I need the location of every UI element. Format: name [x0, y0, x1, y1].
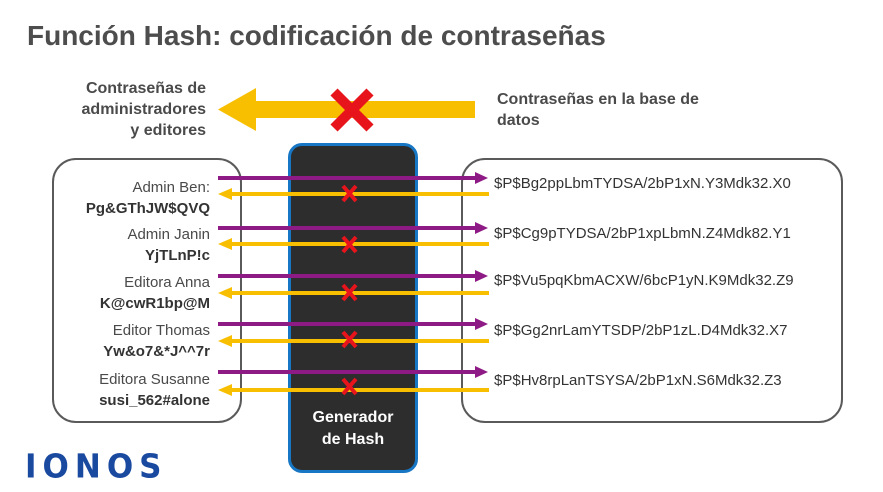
blocked-x-icon [341, 235, 358, 254]
user-password: K@cwR1bp@M [99, 295, 210, 312]
blocked-x-icon [341, 283, 358, 302]
reverse-arrow [218, 335, 489, 347]
forward-arrow [218, 172, 488, 184]
user-password: Pg&GThJW$QVQ [85, 200, 210, 217]
database-passwords-line-2: datos [497, 112, 540, 129]
user-entry: Admin Ben: Pg&GThJW$QVQ [60, 177, 210, 219]
user-password: susi_562#alone [99, 392, 210, 409]
hash-value: $P$Cg9pTYDSA/2bP1xpLbmN.Z4Mdk82.Y1 [494, 225, 791, 242]
database-passwords-label: Contraseñas en la base de datos [497, 89, 727, 131]
hash-value: $P$Vu5pqKbmACXW/6bcP1yN.K9Mdk32.Z9 [494, 272, 794, 289]
hash-generator-line-1: Generador [312, 409, 394, 426]
user-name: Admin Ben: [132, 179, 210, 196]
user-password: YjTLnP!c [144, 247, 210, 264]
admin-passwords-line-3: y editores [130, 122, 206, 139]
admin-passwords-line-2: administradores [81, 101, 206, 118]
user-entry: Editora Anna K@cwR1bp@M [60, 272, 210, 314]
user-entry: Editora Susanne susi_562#alone [60, 369, 210, 411]
blocked-x-icon [341, 184, 358, 203]
reverse-arrow [218, 287, 489, 299]
blocked-x-icon [341, 377, 358, 396]
user-password: Yw&o7&*J^^7r [103, 343, 210, 360]
reverse-big-arrow [218, 88, 475, 131]
hash-generator-line-2: de Hash [321, 431, 385, 448]
blocked-x-icon [341, 330, 358, 349]
database-passwords-line-1: Contraseñas en la base de [497, 91, 699, 108]
reverse-arrow [218, 384, 489, 396]
page-title: Función Hash: codificación de contraseña… [27, 20, 606, 51]
admin-passwords-line-1: Contraseñas de [85, 80, 206, 97]
hash-generator-block [288, 143, 418, 473]
hash-generator-label: Generador de Hash [288, 407, 418, 451]
ionos-logo: IONOS [25, 448, 168, 486]
user-credentials-box [52, 158, 242, 423]
forward-arrow [218, 318, 488, 330]
user-entry: Admin Janin YjTLnP!c [60, 224, 210, 266]
hash-value: $P$Gg2nrLamYTSDP/2bP1zL.D4Mdk32.X7 [494, 322, 788, 339]
hash-values-box [461, 158, 843, 423]
big-blocked-x-icon [330, 88, 374, 132]
forward-arrow [218, 222, 488, 234]
user-name: Admin Janin [127, 226, 210, 243]
hash-value: $P$Hv8rpLanTSYSA/2bP1xN.S6Mdk32.Z3 [494, 372, 782, 389]
forward-arrow [218, 270, 488, 282]
hash-value: $P$Bg2ppLbmTYDSA/2bP1xN.Y3Mdk32.X0 [494, 175, 791, 192]
user-name: Editor Thomas [112, 322, 210, 339]
user-name: Editora Susanne [99, 371, 210, 388]
reverse-arrow [218, 188, 489, 200]
forward-arrow [218, 366, 488, 378]
reverse-arrow [218, 238, 489, 250]
admin-passwords-label: Contraseñas de administradores y editore… [60, 78, 206, 141]
user-name: Editora Anna [124, 274, 210, 291]
user-entry: Editor Thomas Yw&o7&*J^^7r [60, 320, 210, 362]
